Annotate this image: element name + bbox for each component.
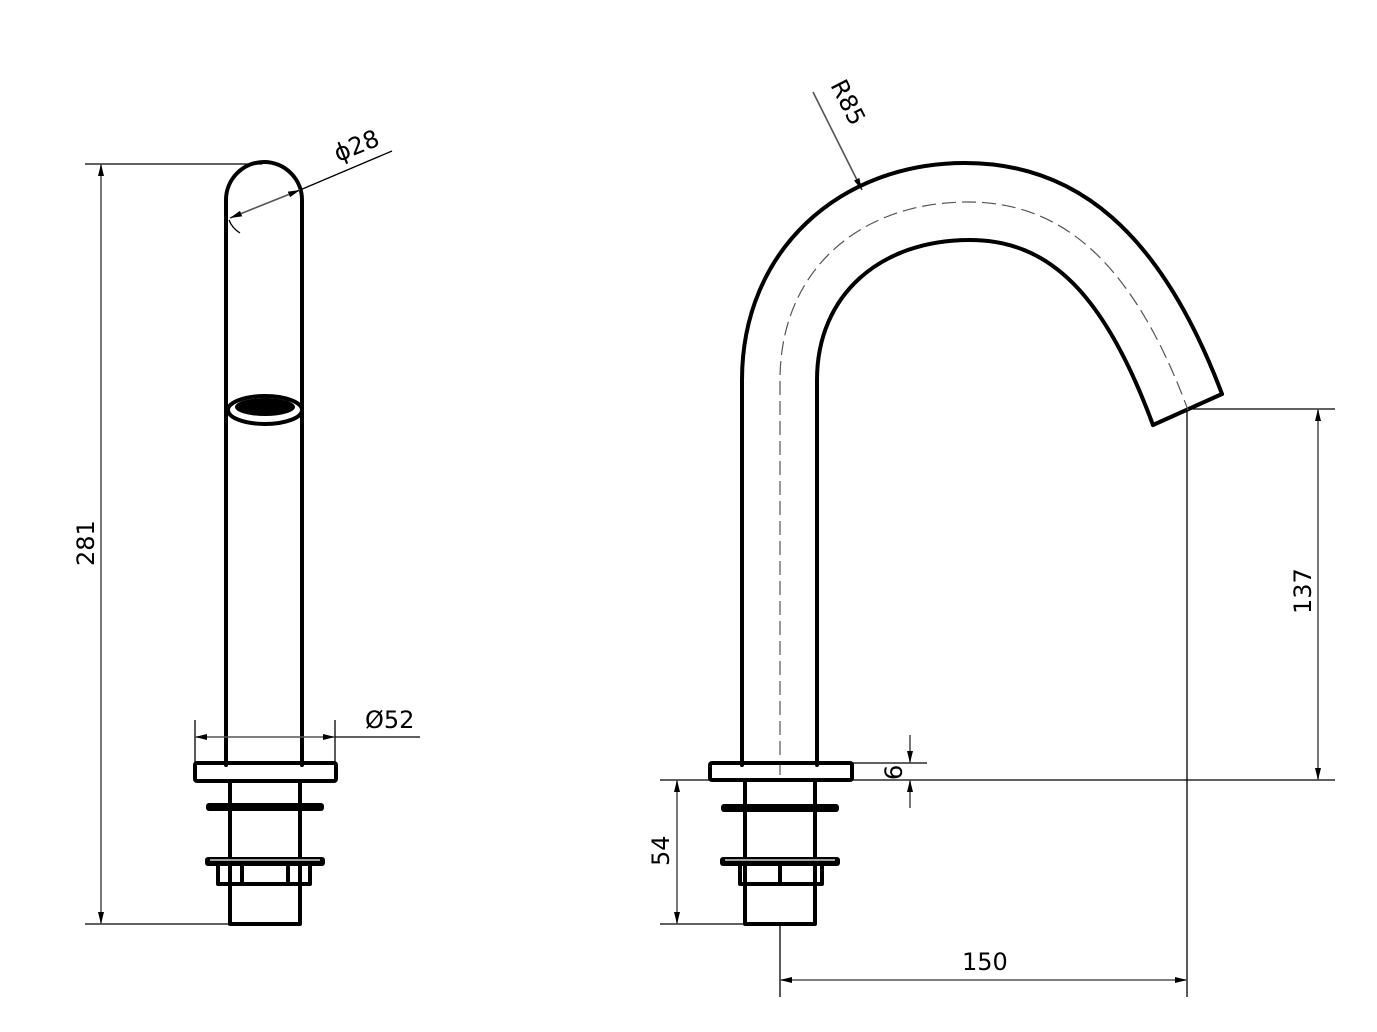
dimension-projection: 150 (779, 410, 1188, 997)
shank-front (743, 778, 817, 926)
dimension-base-diameter: Ø52 (194, 706, 420, 763)
dimension-overall-height: 281 (72, 163, 262, 925)
outlet-height-label: 137 (1289, 568, 1317, 614)
side-view: ϕ28 Ø52 281 (72, 124, 420, 926)
backnut-plate-side (205, 857, 325, 866)
aerator-outlet (226, 394, 304, 426)
washer-side (206, 803, 324, 811)
spout-inner-contour (815, 238, 1155, 767)
spout-centerline (779, 201, 1189, 775)
spout-outer-contour (740, 161, 1224, 767)
hex-nut-side (216, 864, 312, 886)
dimension-flange-thickness: 6 (852, 735, 927, 808)
dimension-shank-length: 54 (647, 779, 745, 925)
flange-thickness-label: 6 (880, 765, 908, 780)
projection-label: 150 (962, 948, 1008, 976)
bend-radius-label: R85 (825, 75, 871, 130)
hex-nut-front (738, 864, 824, 886)
tube-diameter-label: ϕ28 (330, 124, 383, 167)
overall-height-label: 281 (72, 520, 100, 566)
dimension-bend-radius: R85 (812, 75, 871, 191)
spout-tube-side (224, 160, 304, 767)
backnut-plate-front (720, 857, 840, 866)
base-diameter-label: Ø52 (365, 706, 414, 734)
base-flange-front (708, 761, 854, 782)
shank-side (228, 779, 302, 926)
dimension-tube-diameter: ϕ28 (228, 124, 393, 234)
front-view: R85 137 6 54 150 (647, 75, 1335, 997)
base-flange-side (193, 761, 338, 783)
shank-length-label: 54 (647, 835, 675, 866)
dimension-outlet-height: 137 (852, 408, 1335, 781)
washer-front (721, 804, 839, 812)
